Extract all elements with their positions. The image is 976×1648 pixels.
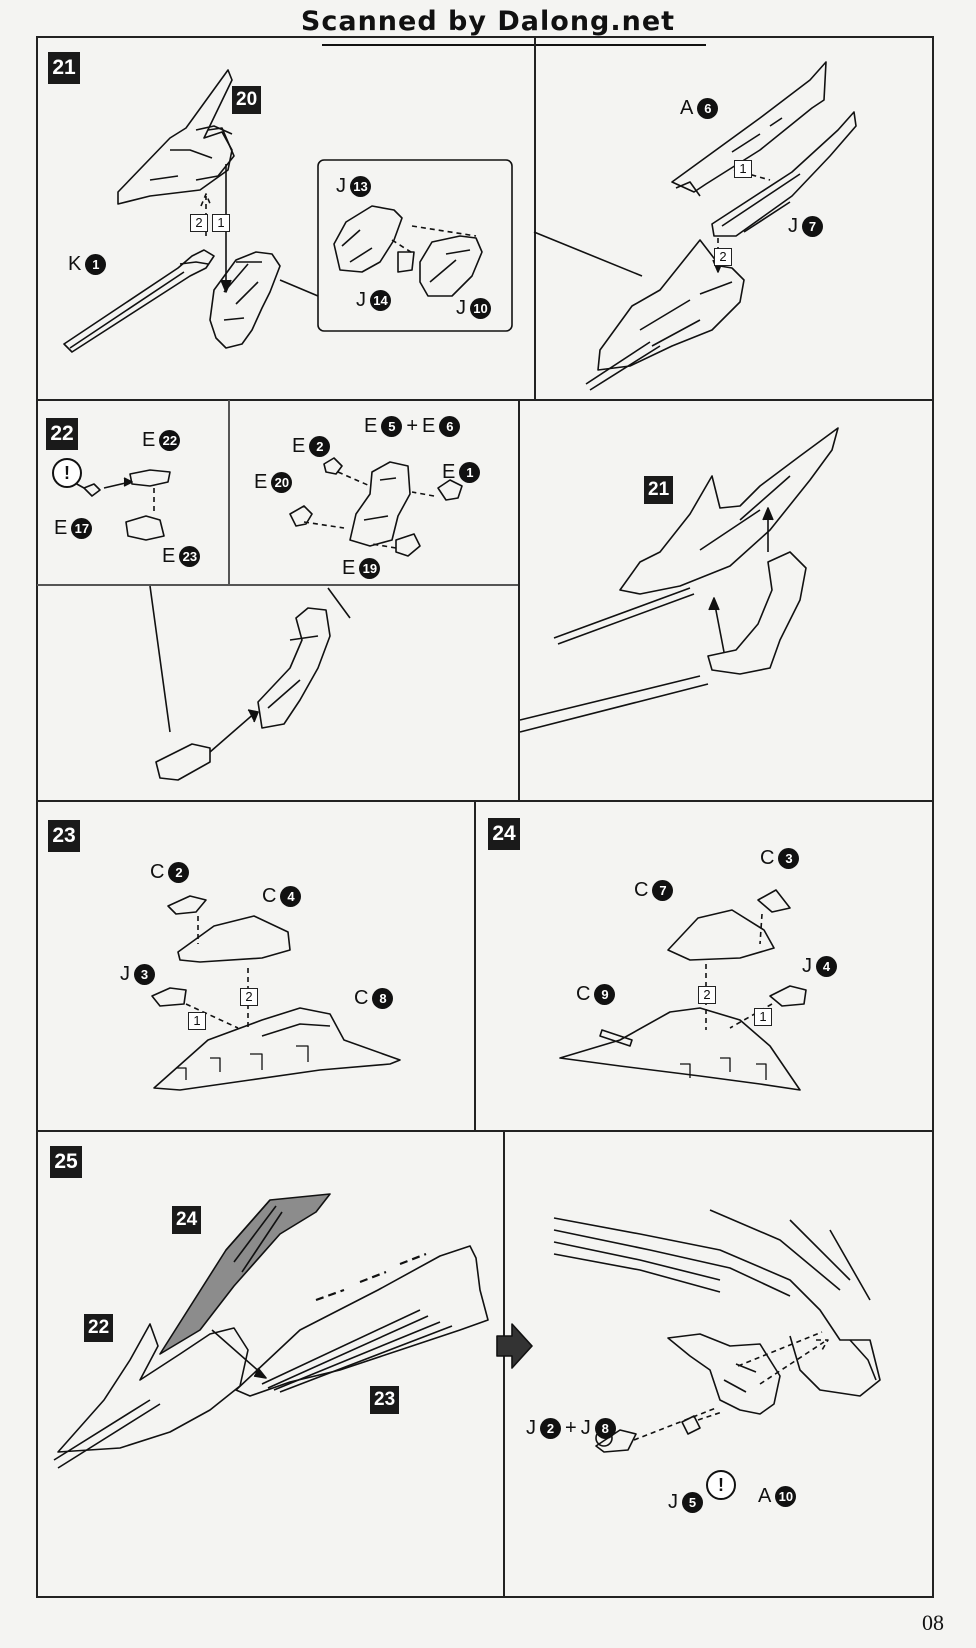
order-marker: 1 bbox=[754, 1008, 772, 1026]
instruction-frame bbox=[36, 36, 934, 1598]
divider-row1 bbox=[36, 399, 934, 401]
order-marker: 2 bbox=[190, 214, 208, 232]
order-marker: 2 bbox=[698, 986, 716, 1004]
warning-icon: ! bbox=[706, 1470, 736, 1500]
wing-base-24 bbox=[559, 1007, 801, 1091]
wing-panel-23 bbox=[235, 1245, 489, 1397]
order-marker: 1 bbox=[212, 214, 230, 232]
divider-row2 bbox=[36, 800, 934, 802]
order-marker: 2 bbox=[240, 988, 258, 1006]
divider-s22-lower bbox=[37, 584, 518, 586]
divider-s22 bbox=[518, 399, 520, 800]
step-25-number: 25 bbox=[50, 1146, 82, 1178]
part-e2 bbox=[323, 457, 343, 475]
part-j3 bbox=[151, 987, 187, 1007]
part-c3 bbox=[757, 889, 791, 913]
divider-s23-s24 bbox=[474, 800, 476, 1130]
divider-s25 bbox=[503, 1130, 505, 1598]
part-e5-e6 bbox=[349, 461, 411, 547]
small-part-j5 bbox=[681, 1415, 701, 1435]
part-e20 bbox=[289, 505, 313, 527]
part-e23 bbox=[125, 515, 165, 541]
ref-step-21: 21 bbox=[644, 476, 674, 504]
step-23-number: 23 bbox=[48, 820, 80, 852]
divider-row3 bbox=[36, 1130, 934, 1132]
wing-assembly-22 bbox=[57, 1323, 249, 1453]
small-part-e17 bbox=[83, 483, 101, 497]
callout-parts bbox=[333, 205, 483, 297]
order-marker: 1 bbox=[188, 1012, 206, 1030]
next-arrow bbox=[496, 1323, 533, 1369]
page-number: 08 bbox=[922, 1610, 944, 1635]
armor-plate-a6 bbox=[671, 61, 827, 197]
part-c7 bbox=[667, 909, 775, 961]
divider-s22-inner bbox=[228, 400, 230, 584]
order-marker: 2 bbox=[714, 248, 732, 266]
scan-credit: Scanned by Dalong.net bbox=[300, 6, 676, 37]
frame-part bbox=[209, 251, 281, 349]
blade-rail-j7 bbox=[711, 111, 857, 237]
step-22-number: 22 bbox=[46, 418, 78, 450]
part-c2 bbox=[167, 895, 207, 915]
warning-icon: ! bbox=[52, 458, 82, 488]
sword-part-k1 bbox=[63, 249, 215, 353]
wing-blade-part bbox=[117, 69, 235, 205]
ref-step-22: 22 bbox=[84, 1314, 114, 1342]
part-j4 bbox=[769, 985, 807, 1007]
divider-s21 bbox=[534, 36, 536, 399]
assembled-frame-e bbox=[257, 607, 331, 729]
part-e19 bbox=[395, 533, 421, 557]
step-24-number: 24 bbox=[488, 818, 520, 850]
wing-detail-closeup bbox=[553, 1209, 881, 1397]
part-e22 bbox=[129, 469, 171, 487]
part-c9 bbox=[599, 1029, 633, 1047]
step-21-number: 21 bbox=[48, 52, 80, 84]
wing-assembly-22 bbox=[553, 427, 839, 675]
scan-credit-underline bbox=[322, 44, 706, 46]
order-marker: 1 bbox=[734, 160, 752, 178]
ref-step-24: 24 bbox=[172, 1206, 202, 1234]
bracket-part-a10 bbox=[667, 1333, 781, 1415]
part-c4 bbox=[177, 915, 291, 963]
joint-part bbox=[155, 743, 211, 781]
wing-base-c8 bbox=[153, 1007, 401, 1091]
part-e1 bbox=[437, 479, 463, 501]
ref-step-20: 20 bbox=[232, 86, 262, 114]
ref-step-23: 23 bbox=[370, 1386, 400, 1414]
assembled-wing-21 bbox=[585, 239, 745, 391]
